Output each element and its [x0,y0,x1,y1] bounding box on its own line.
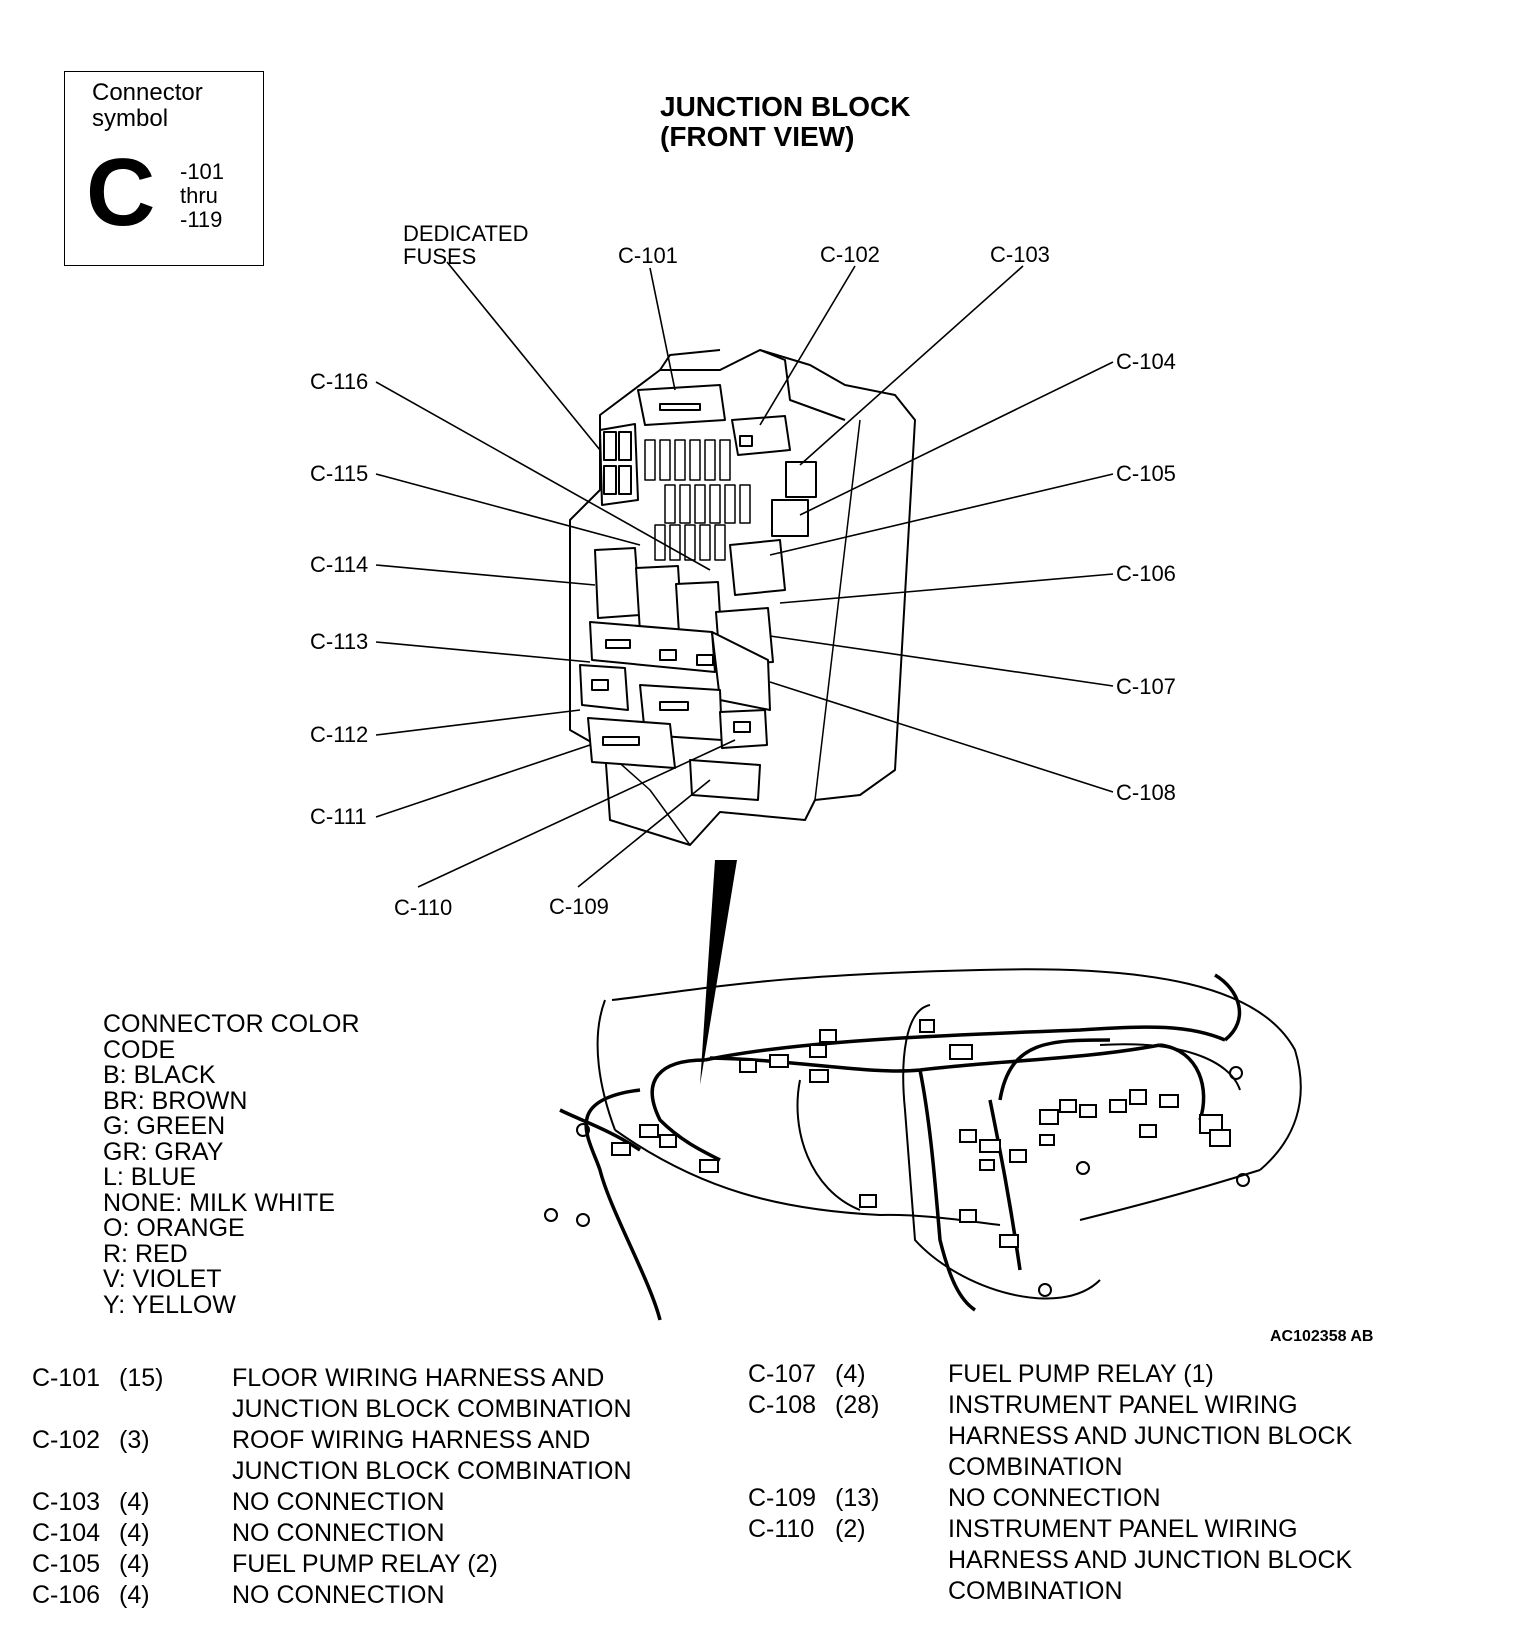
leader-c102 [759,265,856,426]
leader-c104 [799,361,1114,516]
connector-c112 [579,664,629,711]
leader-c110 [417,739,736,888]
color-code-entry: Y: YELLOW [103,1290,236,1319]
location-pointer [700,860,737,1085]
connector-c113 [589,621,716,673]
color-code-entry: L: BLUE [103,1163,197,1191]
list-desc: NO CONNECTION [232,1581,445,1609]
label-c102: C-102 [820,242,880,267]
connector-c110 [719,709,768,749]
label-c111: C-111 [310,804,367,829]
list-desc: NO CONNECTION [232,1488,445,1516]
label-c107: C-107 [1116,674,1176,699]
leader-c109 [577,779,711,888]
list-code: C-102 [32,1426,101,1454]
list-desc: ROOF WIRING HARNESS AND JUNCTION BLOCK C… [232,1426,632,1485]
list-desc: INSTRUMENT PANEL WIRING HARNESS AND JUNC… [948,1515,1353,1605]
leader-c112 [375,709,581,736]
list-pins: (3) [119,1426,150,1454]
list-pins: (15) [119,1364,164,1392]
label-c105: C-105 [1116,461,1176,486]
list-desc: NO CONNECTION [232,1519,445,1547]
leader-c115 [375,473,641,546]
list-pins: (2) [835,1515,866,1543]
color-code-entry: O: ORANGE [103,1214,245,1242]
list-desc: FUEL PUMP RELAY (1) [948,1360,1214,1388]
label-c103: C-103 [990,242,1050,267]
label-c109: C-109 [549,894,609,919]
list-pins: (13) [835,1484,880,1512]
connector-symbol-label: Connector symbol [92,79,203,132]
leader-c101 [649,267,676,391]
list-code: C-106 [32,1581,101,1609]
leader-c106 [779,573,1114,604]
list-code: C-101 [32,1364,101,1392]
list-code: C-105 [32,1550,101,1578]
color-code-entry: V: VIOLET [103,1265,222,1293]
list-desc: FUEL PUMP RELAY (2) [232,1550,498,1578]
leader-c105 [769,473,1114,556]
connector-c114 [594,547,641,619]
connector-c104 [771,499,809,537]
dedicated-fuses [599,423,639,506]
list-code: C-110 [748,1515,815,1543]
color-code-entry: BR: BROWN [103,1086,248,1115]
label-c115: C-115 [310,461,369,486]
label-c108: C-108 [1116,780,1176,805]
list-desc: NO CONNECTION [948,1484,1161,1512]
list-code: C-109 [748,1484,817,1512]
connector-c111 [587,717,676,769]
list-pins: (4) [119,1581,150,1609]
list-code: C-104 [32,1519,101,1547]
connector-symbol-box [64,71,264,266]
leader-c107 [769,635,1114,687]
leader-c111 [375,744,591,818]
color-code-legend: CONNECTOR COLOR CODE B: BLACK BR: BROWN … [103,1010,360,1319]
list-pins: (4) [119,1550,150,1578]
leader-dedicated-fuses [446,261,601,451]
instrument-panel-harness [544,968,1302,1321]
list-pins: (28) [835,1391,880,1419]
label-c114: C-114 [310,552,369,577]
connector-symbol-range: -101 thru -119 [180,159,225,232]
label-c106: C-106 [1116,561,1176,586]
leader-c114 [375,564,596,586]
leader-c108 [769,681,1114,793]
relay-2 [635,565,683,633]
color-code-entry: G: GREEN [103,1112,226,1140]
image-reference-code: AC102358 AB [1270,1328,1374,1345]
connector-symbol-letter: C [86,139,156,246]
label-c116: C-116 [310,369,369,394]
connector-c109 [689,759,761,801]
label-c101: C-101 [618,243,678,268]
color-code-entry: NONE: MILK WHITE [103,1188,335,1217]
list-pins: (4) [835,1360,866,1388]
label-dedicated-fuses: DEDICATED FUSES [403,221,529,269]
list-code: C-107 [748,1360,817,1388]
connector-c105 [729,539,786,596]
leader-c103 [799,265,1024,466]
list-desc: INSTRUMENT PANEL WIRING HARNESS AND JUNC… [948,1391,1353,1481]
label-c113: C-113 [310,629,369,654]
color-code-entry: B: BLACK [103,1061,216,1089]
color-code-entry: R: RED [103,1239,188,1268]
connector-c108 [711,631,771,711]
label-c112: C-112 [310,722,369,747]
color-code-entry: GR: GRAY [103,1137,224,1166]
list-code: C-108 [748,1391,817,1419]
list-pins: (4) [119,1488,150,1516]
color-code-heading: CONNECTOR COLOR CODE [103,1010,360,1064]
list-pins: (4) [119,1519,150,1547]
connector-c103 [785,461,817,498]
list-code: C-103 [32,1488,101,1516]
list-desc: FLOOR WIRING HARNESS AND JUNCTION BLOCK … [232,1364,632,1423]
leader-c116 [375,381,711,571]
diagram-title: JUNCTION BLOCK (FRONT VIEW) [660,91,911,152]
label-c110: C-110 [394,895,453,920]
label-c104: C-104 [1116,349,1176,374]
leader-c113 [375,641,591,663]
